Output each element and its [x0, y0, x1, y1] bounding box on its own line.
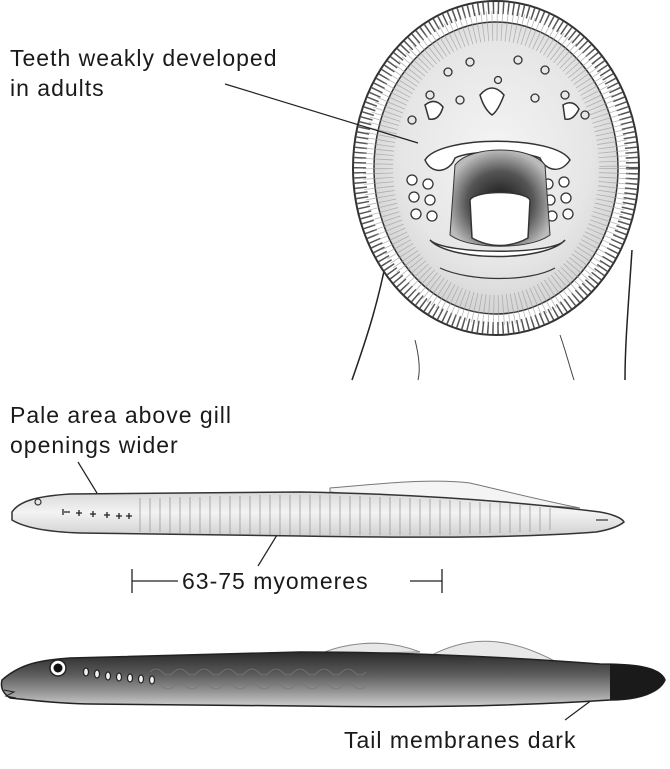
oral-disc [352, 1, 639, 380]
teeth-annotation-line1: Teeth weakly developed [10, 44, 278, 72]
teeth-annotation-line2: in adults [10, 74, 105, 102]
myomeres-annotation: 63-75 myomeres [182, 567, 369, 595]
dark-lamprey-body [1, 641, 665, 707]
pale-area-annotation-line1: Pale area above gill [10, 401, 232, 429]
pale-area-annotation-line2: openings wider [10, 431, 179, 459]
pale-lamprey-body [12, 481, 624, 537]
pale-area-leader-line [78, 462, 100, 498]
tail-annotation: Tail membranes dark [344, 726, 576, 754]
